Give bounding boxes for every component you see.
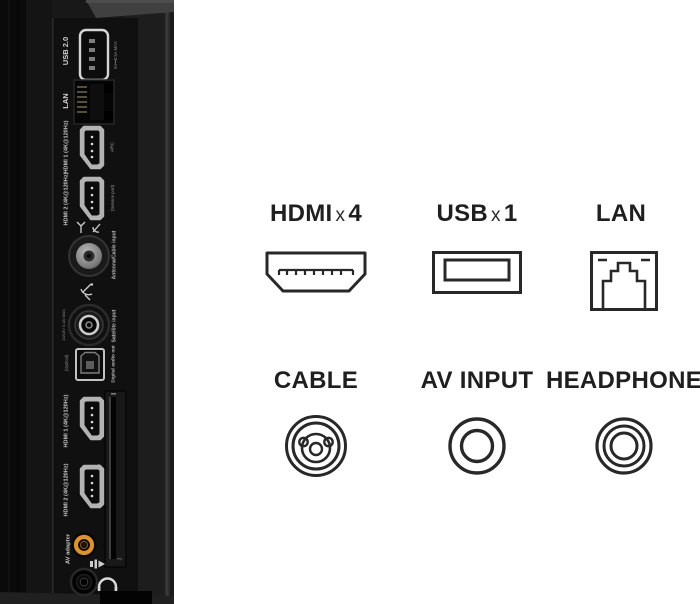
headphone-glyph-icon <box>97 577 118 591</box>
tv-edge-highlight <box>164 0 170 604</box>
hdmi2-service-label: (Service port) <box>110 184 115 211</box>
common-interface-slot <box>104 390 127 568</box>
legend-headphone-title: HEADPHONE <box>545 367 700 394</box>
optical-port <box>75 348 105 381</box>
headphone-connector-icon <box>595 417 653 475</box>
hdmi2-port-label: HDMI 2 (4K@120Hz) <box>63 172 69 225</box>
legend-hdmi-name: HDMI <box>270 200 333 227</box>
legend-usb-mult: x <box>491 205 501 226</box>
tv-back-panel-photo: USB 2.0 5V⎓0.5A MAX LAN HDMI 1 (4K@120Hz… <box>0 0 174 604</box>
hdmi1-arc-label: ARC <box>109 141 115 152</box>
satellite-dish-icon <box>80 283 94 301</box>
antenna-cable-port <box>68 235 110 277</box>
usb-port-label: USB 2.0 <box>61 37 70 65</box>
usb-port <box>78 28 110 82</box>
usb-port-rating-label: 5V⎓0.5A MAX <box>113 41 118 69</box>
digital-audio-out-label: Digital audio out <box>110 345 116 383</box>
legend-cable-title: CABLE <box>273 367 359 394</box>
usb-connector-icon <box>432 251 522 294</box>
hdmi1-port-label: HDMI 1 (4K@120Hz) <box>63 120 69 173</box>
hdmi-side1-label: HDMI 1 (4K@120Hz) <box>63 394 69 447</box>
legend-lan-mult <box>646 205 652 226</box>
satellite-port-label: Satellite input <box>111 309 117 342</box>
antenna-cable-label: Antenna/Cable input <box>111 230 117 279</box>
legend-usb-name: USB <box>436 200 489 227</box>
antenna-icon <box>76 221 101 233</box>
lan-connector-icon <box>590 251 658 311</box>
bottom-recess <box>100 591 152 604</box>
legend-lan: LAN <box>536 200 700 312</box>
av-input-connector-icon <box>448 417 506 475</box>
optical-sublabel: (Optical) <box>64 354 69 371</box>
tv-top-surface <box>86 0 174 18</box>
legend-lan-name: LAN <box>595 200 647 227</box>
legend-usb-count: 1 <box>503 200 518 227</box>
av-adapter-label: AV adapter <box>66 533 72 564</box>
legend-av-input: AV INPUT <box>389 367 565 479</box>
legend-hdmi-mult: x <box>335 205 346 226</box>
hdmi-side2-label: HDMI 2 (4K@120Hz) <box>63 463 69 516</box>
av-adapter-port <box>71 532 97 558</box>
ci-slot-number: 3 <box>117 557 123 560</box>
satellite-rating-label: 13/18V 0.4A MAX <box>61 309 66 341</box>
av-plug-icon <box>90 559 105 569</box>
lan-port-label: LAN <box>61 93 70 108</box>
legend-hdmi-count: 4 <box>348 200 362 227</box>
hdmi-connector-icon <box>265 251 367 293</box>
satellite-port <box>67 303 111 347</box>
headphone-port <box>69 567 99 597</box>
legend-av-input-title: AV INPUT <box>420 367 534 394</box>
cable-connector-icon <box>285 415 347 477</box>
legend-lan-title: LAN <box>536 200 700 228</box>
legend-headphone: HEADPHONE <box>536 367 700 479</box>
lan-port <box>73 79 115 125</box>
legend-cable: CABLE <box>228 367 404 479</box>
